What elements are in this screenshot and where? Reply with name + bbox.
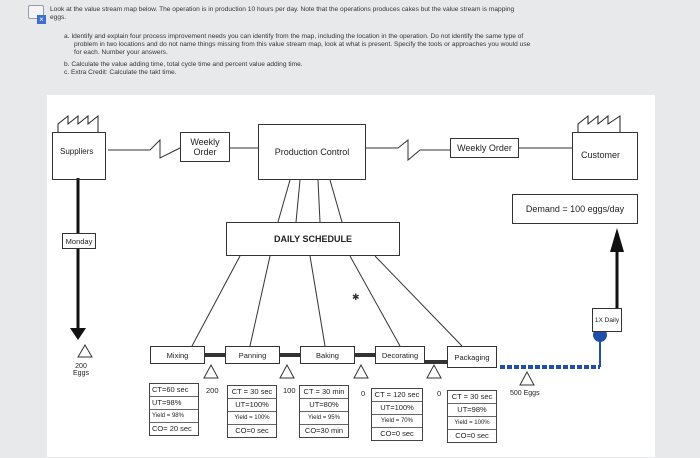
data-ct: CT=60 sec bbox=[150, 384, 198, 397]
question-part-c: c. Extra Credit: Calculate the takt time… bbox=[64, 69, 177, 76]
daily-1x-box: 1X Daily bbox=[592, 308, 622, 332]
data-yield: Yield = 100% bbox=[448, 417, 496, 430]
data-box-mixing: CT=60 sec UT=98% Yield = 98% CO= 20 sec bbox=[149, 383, 199, 436]
demand-box: Demand = 100 eggs/day bbox=[512, 194, 638, 224]
question-intro-2: eggs. bbox=[50, 14, 67, 21]
question-intro: Look at the value stream map below. The … bbox=[50, 6, 515, 13]
data-ct: CT = 30 min bbox=[300, 386, 348, 399]
customer-box bbox=[572, 132, 638, 180]
weekly-order-right: Weekly Order bbox=[450, 138, 519, 158]
customer-factory-icon bbox=[577, 114, 621, 132]
data-yield: Yield = 95% bbox=[300, 412, 348, 425]
data-box-panning: CT = 30 sec UT=100% Yield = 100% CO=0 se… bbox=[227, 385, 277, 438]
data-co: CO=30 min bbox=[304, 426, 344, 435]
inventory-triangle bbox=[77, 344, 93, 358]
process-packaging: Packaging bbox=[447, 346, 497, 368]
inventory-between-3: 0 bbox=[361, 389, 366, 398]
supplier-factory-icon bbox=[57, 114, 99, 132]
monday-label: Monday bbox=[62, 233, 96, 249]
data-box-decorating: CT = 120 sec UT=100% Yield = 70% CO=0 se… bbox=[371, 388, 423, 441]
data-ut: UT=100% bbox=[372, 402, 422, 415]
data-co: CO=0 sec bbox=[380, 429, 414, 438]
customer-label: Customer bbox=[581, 150, 621, 160]
question-part-a-3: for each. Number your answers. bbox=[74, 49, 168, 56]
info-line-customer bbox=[366, 138, 450, 162]
data-yield: Yield = 70% bbox=[372, 415, 422, 428]
question-part-a: a. Identify and explain four process imp… bbox=[64, 33, 524, 40]
data-yield: Yield = 100% bbox=[228, 412, 276, 425]
process-panning: Panning bbox=[225, 346, 280, 364]
production-control: Production Control bbox=[258, 124, 366, 180]
daily-schedule: DAILY SCHEDULE bbox=[226, 222, 400, 256]
data-ct: CT = 30 sec bbox=[228, 386, 276, 399]
data-ut: UT=80% bbox=[300, 399, 348, 412]
question-part-b: b. Calculate the value adding time, tota… bbox=[64, 61, 303, 68]
supplier-box bbox=[52, 132, 106, 180]
info-line-supplier bbox=[108, 138, 181, 159]
inventory-between-1: 200 bbox=[206, 386, 219, 395]
data-co: CO=0 sec bbox=[455, 431, 489, 440]
data-co: CO=0 sec bbox=[235, 426, 269, 435]
data-ut: UT=98% bbox=[448, 404, 496, 417]
data-ct: CT = 30 sec bbox=[448, 391, 496, 404]
suppliers-label: Suppliers bbox=[60, 147, 94, 156]
data-ct: CT = 120 sec bbox=[372, 389, 422, 402]
question-part-a-2: problem in two locations and do not name… bbox=[74, 41, 531, 48]
process-decorating: Decorating bbox=[375, 346, 425, 364]
inventory-start: 200 Eggs bbox=[73, 363, 89, 377]
data-ut: UT=98% bbox=[150, 397, 198, 410]
inventory-between-4: 0 bbox=[437, 389, 442, 398]
process-mixing: Mixing bbox=[150, 346, 205, 364]
data-ut: UT=100% bbox=[228, 399, 276, 412]
inventory-between-2: 100 bbox=[283, 386, 296, 395]
inventory-end: 500 Eggs bbox=[510, 390, 540, 397]
svg-text:✱: ✱ bbox=[352, 292, 360, 302]
data-box-baking: CT = 30 min UT=80% Yield = 95% CO=30 min bbox=[299, 385, 349, 438]
data-box-packaging: CT = 30 sec UT=98% Yield = 100% CO=0 sec bbox=[447, 390, 497, 443]
close-icon[interactable]: × bbox=[37, 15, 46, 24]
data-co: CO= 20 sec bbox=[152, 424, 192, 433]
weekly-order-left: Weekly Order bbox=[180, 132, 230, 162]
process-baking: Baking bbox=[300, 346, 355, 364]
data-yield: Yield = 98% bbox=[150, 410, 198, 423]
